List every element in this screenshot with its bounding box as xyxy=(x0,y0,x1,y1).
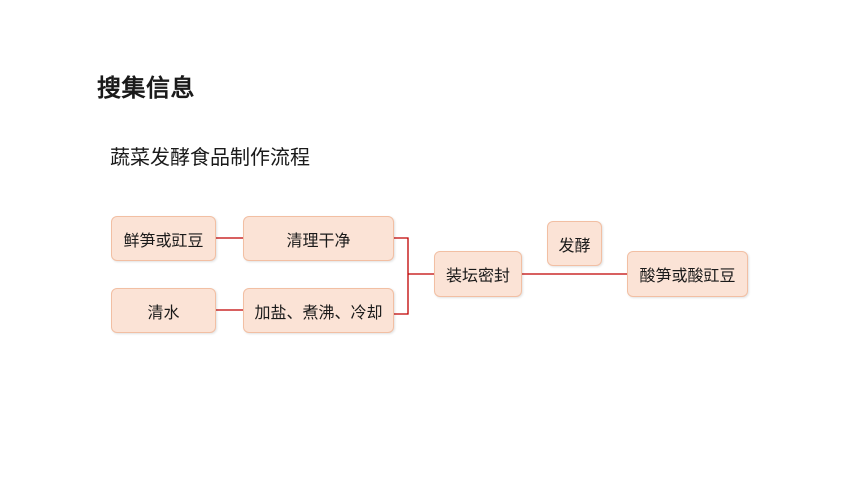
connector-boil-bracket xyxy=(394,274,409,315)
node-boil-cool-label: 加盐、煮沸、冷却 xyxy=(254,302,383,322)
node-sour-product-label: 酸笋或酸豇豆 xyxy=(639,266,736,285)
node-fresh-ingredient: 鲜笋或豇豆 xyxy=(111,216,216,261)
node-sour-product: 酸笋或酸豇豆 xyxy=(627,251,748,297)
node-ferment: 发酵 xyxy=(547,221,602,266)
node-clean-dry-label: 清理干净 xyxy=(286,230,351,250)
node-jar-seal-label: 装坛密封 xyxy=(445,266,510,285)
page-title: 搜集信息 xyxy=(97,74,195,102)
node-jar-seal: 装坛密封 xyxy=(434,251,522,297)
diagram-title: 蔬菜发酵食品制作流程 xyxy=(110,145,310,169)
node-ferment-label: 发酵 xyxy=(558,235,591,255)
node-water: 清水 xyxy=(111,288,216,333)
connector-clean-bracket xyxy=(394,237,409,274)
node-boil-cool: 加盐、煮沸、冷却 xyxy=(243,288,394,333)
node-clean-dry: 清理干净 xyxy=(243,216,394,261)
node-water-label: 清水 xyxy=(147,302,180,322)
node-fresh-ingredient-label: 鲜笋或豇豆 xyxy=(123,230,204,250)
